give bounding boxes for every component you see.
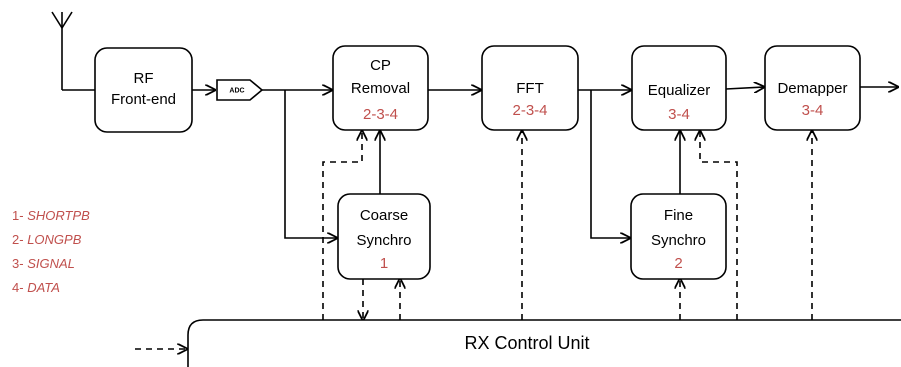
cp-removal-phases: 2-3-4 [363, 106, 398, 123]
adc-block: ADC [216, 79, 264, 101]
fine-synchro-phases: 2 [674, 255, 682, 272]
fine-synchro-label-line1: Fine [664, 207, 693, 224]
coarse-synchro-label-line2: Synchro [356, 232, 411, 249]
coarse-synchro-block: Coarse Synchro 1 [337, 193, 431, 280]
fft-label: FFT [516, 80, 544, 97]
phase-legend: 1- SHORTPB 2- LONGPB 3- SIGNAL 4- DATA [12, 208, 90, 295]
coarse-synchro-phases: 1 [380, 255, 388, 272]
cp-removal-label-line2: Removal [351, 80, 410, 97]
equalizer-phases: 3-4 [668, 106, 690, 123]
demapper-block: Demapper 3-4 [764, 45, 861, 131]
fft-block: FFT 2-3-4 [481, 45, 579, 131]
antenna-icon [51, 11, 95, 91]
fine-synchro-block: Fine Synchro 2 [630, 193, 727, 280]
legend-item: 1- SHORTPB [12, 208, 90, 223]
signal-path [192, 87, 898, 238]
cp-removal-block: CP Removal 2-3-4 [332, 45, 429, 131]
adc-label: ADC [229, 88, 244, 95]
rf-frontend-label-line2: Front-end [111, 91, 176, 108]
legend-item: 4- DATA [12, 280, 60, 295]
legend-item: 2- LONGPB [12, 232, 82, 247]
demapper-phases: 3-4 [802, 102, 824, 119]
rf-frontend-label-line1: RF [134, 70, 154, 87]
fine-synchro-label-line2: Synchro [651, 232, 706, 249]
cp-removal-label-line1: CP [370, 57, 391, 74]
legend-item: 3- SIGNAL [12, 256, 75, 271]
rx-control-unit-label: RX Control Unit [464, 333, 589, 353]
equalizer-block: Equalizer 3-4 [631, 45, 727, 131]
equalizer-label: Equalizer [648, 82, 711, 99]
rf-frontend-block: RF Front-end [94, 47, 193, 133]
rx-control-unit-block: RX Control Unit [187, 319, 901, 367]
demapper-label: Demapper [777, 80, 847, 97]
fft-phases: 2-3-4 [512, 102, 547, 119]
coarse-synchro-label-line1: Coarse [360, 207, 408, 224]
control-path [135, 131, 812, 349]
